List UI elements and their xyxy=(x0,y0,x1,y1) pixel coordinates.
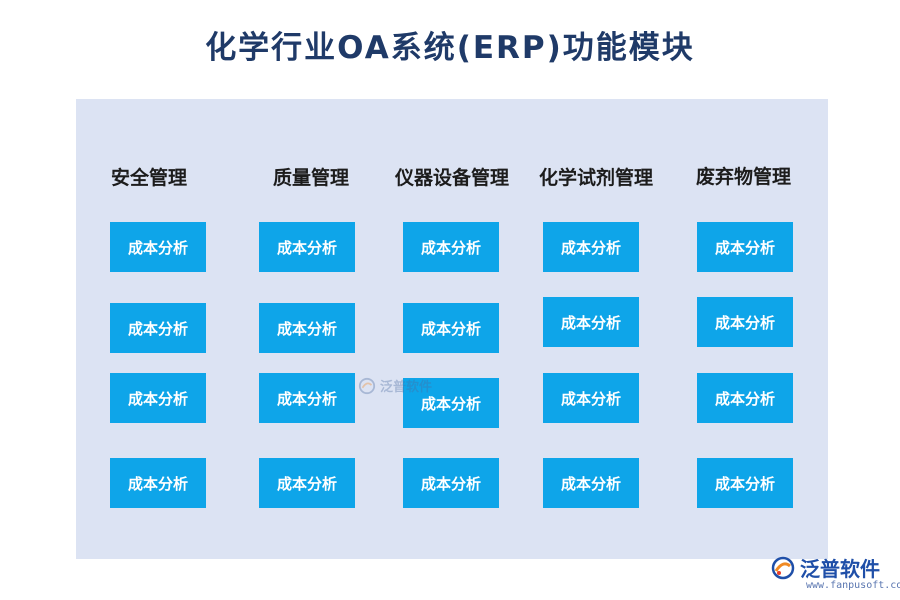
module-box: 成本分析 xyxy=(543,222,639,272)
module-box: 成本分析 xyxy=(543,297,639,347)
column-header-safety: 安全管理 xyxy=(111,167,188,189)
watermark-text: 泛普软件 xyxy=(380,380,433,395)
module-box: 成本分析 xyxy=(543,373,639,423)
watermark: 泛普软件 xyxy=(358,376,432,395)
module-box: 成本分析 xyxy=(110,303,206,353)
module-box: 成本分析 xyxy=(110,222,206,272)
module-box: 成本分析 xyxy=(403,378,499,428)
brand-logo: 泛普软件 xyxy=(770,553,880,582)
brand-url: www.fanpusoft.com xyxy=(806,580,900,591)
module-box: 成本分析 xyxy=(259,458,355,508)
module-box: 成本分析 xyxy=(259,303,355,353)
diagram-title: 化学行业OA系统(ERP)功能模块 xyxy=(205,30,695,66)
module-box: 成本分析 xyxy=(110,458,206,508)
brand-name: 泛普软件 xyxy=(800,557,880,581)
column-header-reagents: 化学试剂管理 xyxy=(539,167,654,189)
column-header-quality: 质量管理 xyxy=(273,167,350,189)
brand-logo-icon xyxy=(771,556,795,579)
column-header-instruments: 仪器设备管理 xyxy=(395,167,510,189)
module-box: 成本分析 xyxy=(110,373,206,423)
module-box: 成本分析 xyxy=(697,458,793,508)
module-box: 成本分析 xyxy=(259,373,355,423)
module-box: 成本分析 xyxy=(403,458,499,508)
module-box: 成本分析 xyxy=(259,222,355,272)
module-box: 成本分析 xyxy=(697,373,793,423)
module-box: 成本分析 xyxy=(543,458,639,508)
module-box: 成本分析 xyxy=(697,297,793,347)
column-header-waste: 废弃物管理 xyxy=(696,166,792,188)
brand-logo-icon xyxy=(358,377,376,394)
module-box: 成本分析 xyxy=(403,303,499,353)
module-box: 成本分析 xyxy=(697,222,793,272)
module-box: 成本分析 xyxy=(403,222,499,272)
